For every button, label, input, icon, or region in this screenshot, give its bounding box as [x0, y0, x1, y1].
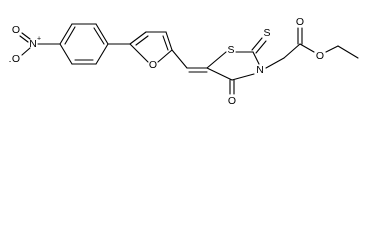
chemical-structure: O N + O - O S S N O O O: [9, 16, 359, 107]
bond-benzene-1: [59, 23, 73, 45]
bond-oester-ch2: [325, 45, 339, 53]
thiazolidine-nitrogen-label: N: [256, 64, 264, 76]
bond-n-o-upper-2: [19, 35, 29, 43]
ester-carbonyl-oxygen-label: O: [296, 16, 304, 28]
nitro-oxygen-lower-label: O: [12, 53, 20, 65]
bond-n-o-upper-1: [21, 32, 31, 40]
bond-c2-s-thione-1: [251, 37, 263, 51]
bond-furan-c5-o: [157, 49, 173, 63]
bond-c5-s1: [206, 51, 227, 69]
bond-furan-c2-c3: [129, 31, 147, 45]
bond-ch2-ch3: [337, 45, 359, 59]
bond-furan-inner-2: [162, 35, 169, 51]
bonds: [19, 23, 359, 95]
bond-benzene-inner-1: [64, 26, 76, 45]
bond-c4-c5: [206, 67, 233, 81]
bond-n3-c4: [231, 73, 255, 81]
nitro-oxygen-charge: -: [9, 59, 12, 66]
bond-furan-ch: [171, 49, 188, 69]
furan-oxygen-label: O: [149, 59, 157, 71]
bond-n3-ch2: [265, 57, 285, 69]
thione-sulfur-label: S: [263, 27, 270, 39]
bond-benzene-inner-2: [93, 27, 105, 45]
bond-furan-c4-c5: [165, 31, 173, 51]
bond-furan-inner-1: [135, 35, 149, 46]
bond-c2-n3: [252, 51, 260, 65]
bond-benzene-4: [95, 43, 109, 65]
bond-benzene-6: [59, 43, 73, 65]
ester-oxygen-label: O: [316, 50, 324, 62]
thiazolidine-sulfur-label: S: [227, 44, 234, 56]
bond-ch2-co: [283, 43, 301, 59]
bond-furan-o-c2: [129, 43, 149, 63]
nitro-nitrogen-charge: +: [37, 36, 41, 43]
ring-carbonyl-oxygen-label: O: [228, 95, 236, 107]
nitro-nitrogen-label: N: [29, 38, 37, 50]
bond-co-oester: [299, 43, 315, 53]
bond-benzene-3: [95, 23, 109, 45]
atom-labels: O N + O - O S S N O O O: [9, 16, 324, 107]
bond-n-o-lower: [21, 47, 31, 56]
nitro-oxygen-upper-label: O: [12, 24, 20, 36]
bond-c2-s-thione-2: [255, 40, 267, 54]
